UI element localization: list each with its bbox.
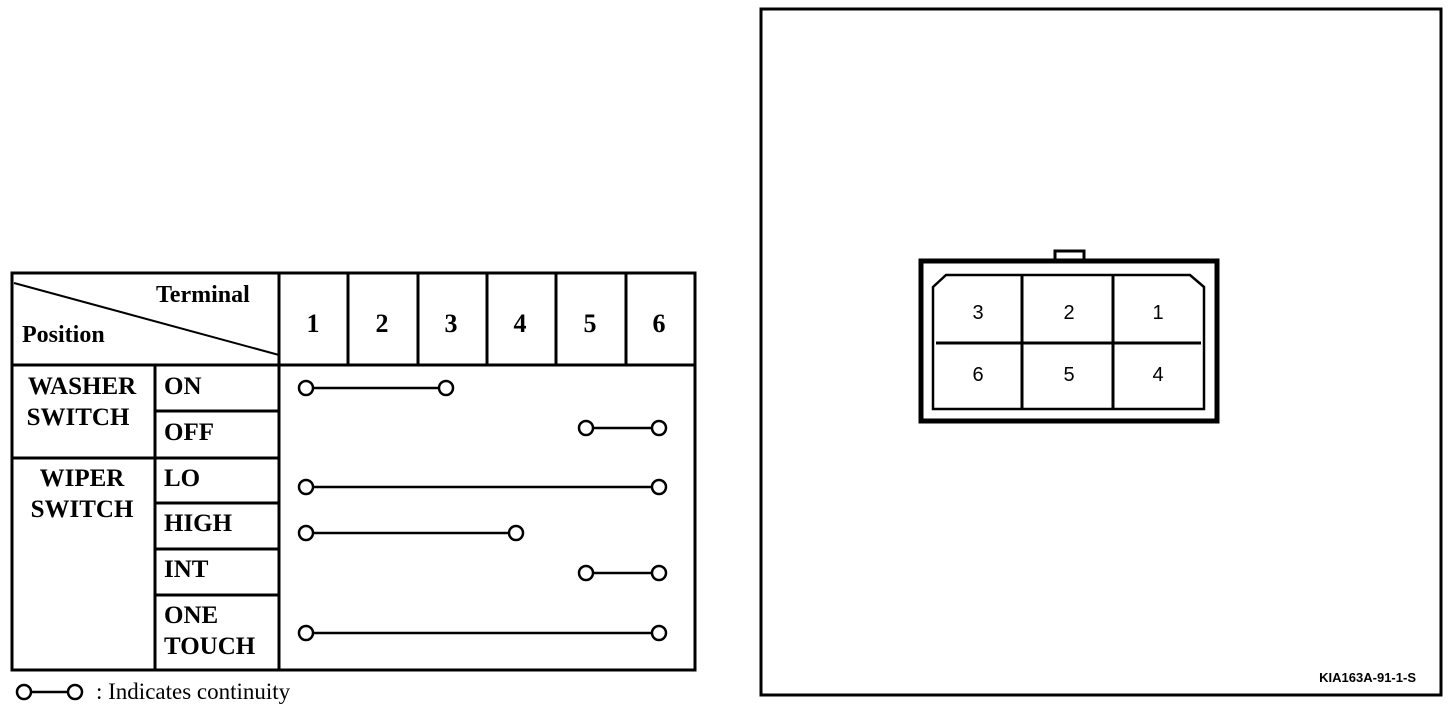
group-label-washer-line1: WASHER [28, 373, 137, 400]
legend-continuity-node [66, 683, 84, 701]
table-border [10, 271, 697, 672]
terminal-header: Terminal [156, 282, 250, 308]
position-label-off: OFF [164, 419, 214, 446]
continuity-node [577, 564, 595, 582]
position-label-one-touch-line2: TOUCH [164, 633, 256, 660]
legend-text: : Indicates continuity [96, 679, 291, 704]
terminal-number: 4 [514, 309, 527, 338]
continuity-node [577, 419, 595, 437]
group-label-wiper-line1: WIPER [40, 465, 126, 492]
connector-pin-label: 2 [1063, 302, 1074, 324]
terminal-number: 5 [584, 309, 597, 338]
terminal-number: 6 [653, 309, 666, 338]
position-header: Position [22, 322, 105, 348]
continuity-node [437, 379, 455, 397]
legend-continuity-node [15, 683, 33, 701]
connector-inner-wall [931, 273, 1206, 411]
continuity-node [650, 624, 668, 642]
continuity-node [650, 419, 668, 437]
connector-pin-label: 1 [1152, 302, 1163, 324]
figure-code: KIA163A-91-1-S [1319, 670, 1416, 685]
terminal-number: 3 [445, 309, 458, 338]
connector-housing: 3 2 1 6 5 4 [918, 249, 1220, 424]
continuity-node [297, 524, 315, 542]
connector-panel: 3 2 1 6 5 4 KIA163A-91-1-S [759, 7, 1443, 697]
connector-pin-label: 4 [1152, 364, 1163, 386]
connector-pin-label: 3 [972, 302, 983, 324]
connector-panel-border [759, 7, 1443, 697]
group-label-washer-line2: SWITCH [27, 404, 130, 431]
terminal-number: 1 [307, 309, 320, 338]
continuity-node [507, 524, 525, 542]
position-label-one-touch-line1: ONE [164, 602, 218, 629]
continuity-table: Terminal Position 1 2 3 4 5 6 WASHER SWI… [10, 271, 697, 672]
continuity-node [297, 624, 315, 642]
legend: : Indicates continuity [15, 679, 291, 704]
connector-pin-label: 6 [972, 364, 983, 386]
position-label-on: ON [164, 373, 202, 400]
connector-pin-label: 5 [1063, 364, 1074, 386]
continuity-node [297, 478, 315, 496]
continuity-node [650, 478, 668, 496]
connector-outer-shell [918, 258, 1220, 424]
position-label-int: INT [164, 556, 209, 583]
continuity-node [650, 564, 668, 582]
continuity-node [297, 379, 315, 397]
position-label-lo: LO [164, 465, 200, 492]
terminal-number: 2 [376, 309, 389, 338]
group-label-wiper-line2: SWITCH [31, 496, 134, 523]
position-label-high: HIGH [164, 510, 233, 537]
continuity-marks [297, 379, 668, 642]
header-diagonal [13, 282, 280, 356]
